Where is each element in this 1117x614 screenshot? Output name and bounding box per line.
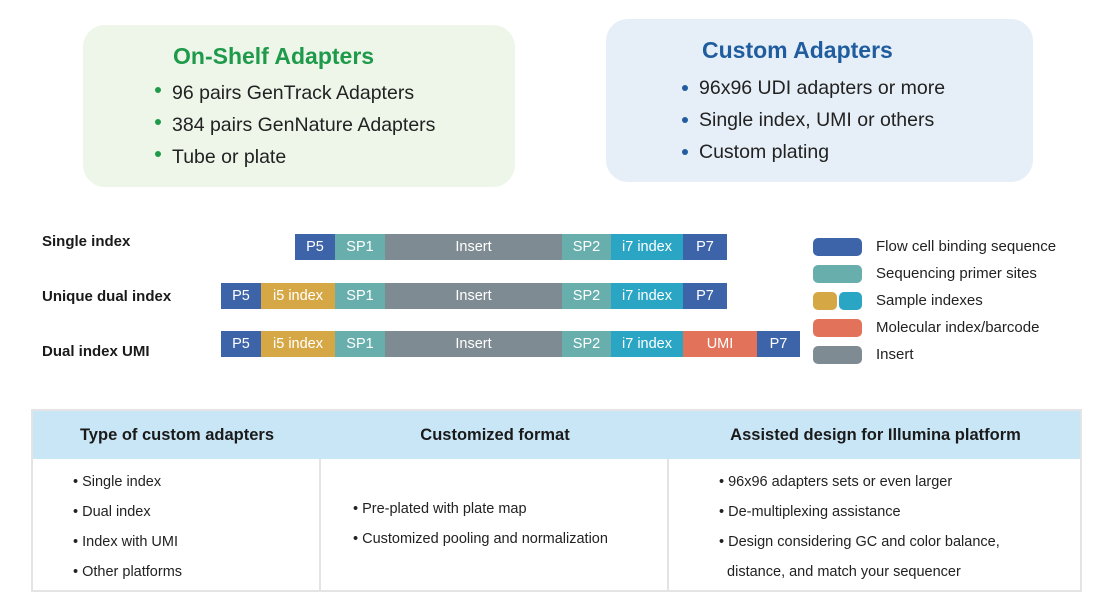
- segment-p5: P5: [221, 331, 261, 357]
- custom-adapters-card: Custom Adapters 96x96 UDI adapters or mo…: [606, 19, 1033, 182]
- table-header-design: Assisted design for Illumina platform: [730, 426, 1021, 444]
- table-cell-design: • 96x96 adapters sets or even larger • D…: [719, 467, 1000, 587]
- legend-item: Flow cell binding sequence: [813, 233, 1056, 260]
- segment-p7: P7: [757, 331, 800, 357]
- segment-sp1: SP1: [335, 331, 385, 357]
- legend-item: Sample indexes: [813, 287, 1056, 314]
- table-cell-item: • Customized pooling and normalization: [353, 531, 608, 547]
- segment-p5: P5: [221, 283, 261, 309]
- legend-item: Sequencing primer sites: [813, 260, 1056, 287]
- on-shelf-list: 96 pairs GenTrack Adapters 384 pairs Gen…: [155, 77, 435, 173]
- custom-title: Custom Adapters: [702, 37, 893, 63]
- legend-item: Insert: [813, 341, 1056, 368]
- table-cell-item: • Index with UMI: [73, 534, 178, 550]
- on-shelf-adapters-card: On-Shelf Adapters 96 pairs GenTrack Adap…: [83, 25, 515, 187]
- bullet-icon: [682, 149, 688, 155]
- segment-i7-index: i7 index: [611, 234, 683, 260]
- column-divider: [667, 459, 669, 590]
- segment-sp2: SP2: [562, 331, 611, 357]
- color-swatch: [813, 291, 837, 310]
- segment-insert: Insert: [385, 234, 562, 260]
- legend-label: Insert: [876, 346, 914, 363]
- color-swatch: [838, 291, 862, 310]
- color-swatch: [813, 264, 862, 283]
- table-header: Type of custom adapters Customized forma…: [33, 411, 1080, 459]
- color-swatch: [813, 237, 862, 256]
- construct-label-dual-index-umi: Dual index UMI: [42, 343, 150, 360]
- legend-swatch: [813, 345, 862, 364]
- segment-sp2: SP2: [562, 234, 611, 260]
- segment-umi: UMI: [683, 331, 757, 357]
- list-item: Single index, UMI or others: [682, 104, 945, 136]
- bullet-icon: [682, 85, 688, 91]
- segment-p5: P5: [295, 234, 335, 260]
- legend-label: Molecular index/barcode: [876, 319, 1040, 336]
- custom-adapters-table: Type of custom adapters Customized forma…: [31, 409, 1082, 592]
- legend-label: Flow cell binding sequence: [876, 238, 1057, 255]
- legend-label: Sequencing primer sites: [876, 265, 1037, 282]
- bullet-icon: [155, 87, 161, 93]
- table-header-format: Customized format: [420, 426, 570, 444]
- custom-list: 96x96 UDI adapters or more Single index,…: [682, 72, 945, 168]
- segment-i5-index: i5 index: [261, 283, 335, 309]
- list-item: 384 pairs GenNature Adapters: [155, 109, 435, 141]
- legend-label: Sample indexes: [876, 292, 983, 309]
- table-cell-item: • Design considering GC and color balanc…: [719, 534, 1000, 550]
- construct-label-single-index: Single index: [42, 233, 131, 250]
- bullet-icon: [682, 117, 688, 123]
- color-swatch: [813, 345, 862, 364]
- bullet-icon: [155, 151, 161, 157]
- list-item: 96x96 UDI adapters or more: [682, 72, 945, 104]
- segment-i7-index: i7 index: [611, 331, 683, 357]
- table-cell-item: • Single index: [73, 474, 162, 490]
- segment-insert: Insert: [385, 283, 562, 309]
- table-header-type: Type of custom adapters: [79, 426, 275, 444]
- legend-swatch: [813, 291, 862, 310]
- segment-i7-index: i7 index: [611, 283, 683, 309]
- table-cell-item: • De-multiplexing assistance: [719, 504, 901, 520]
- segment-sp2: SP2: [562, 283, 611, 309]
- segment-sp1: SP1: [335, 234, 385, 260]
- list-item: 96 pairs GenTrack Adapters: [155, 77, 435, 109]
- legend-swatch: [813, 264, 862, 283]
- on-shelf-title: On-Shelf Adapters: [173, 43, 375, 69]
- column-divider: [319, 459, 321, 590]
- segment-p7: P7: [683, 234, 727, 260]
- table-cell-item: distance, and match your sequencer: [719, 564, 961, 580]
- table-cell-format: • Pre-plated with plate map • Customized…: [353, 494, 608, 554]
- segment-i5-index: i5 index: [261, 331, 335, 357]
- segment-p7: P7: [683, 283, 727, 309]
- table-cell-type: • Single index • Dual index • Index with…: [73, 467, 182, 587]
- table-cell-item: • Pre-plated with plate map: [353, 501, 527, 517]
- table-cell-item: • 96x96 adapters sets or even larger: [719, 474, 953, 490]
- construct-label-unique-dual-index: Unique dual index: [42, 288, 172, 305]
- table-cell-item: • Dual index: [73, 504, 151, 520]
- color-swatch: [813, 318, 862, 337]
- list-item: Custom plating: [682, 136, 945, 168]
- legend-swatch: [813, 318, 862, 337]
- segment-insert: Insert: [385, 331, 562, 357]
- list-item: Tube or plate: [155, 141, 435, 173]
- legend-item: Molecular index/barcode: [813, 314, 1056, 341]
- bullet-icon: [155, 119, 161, 125]
- segment-sp1: SP1: [335, 283, 385, 309]
- table-cell-item: • Other platforms: [73, 564, 183, 580]
- legend-swatch: [813, 237, 862, 256]
